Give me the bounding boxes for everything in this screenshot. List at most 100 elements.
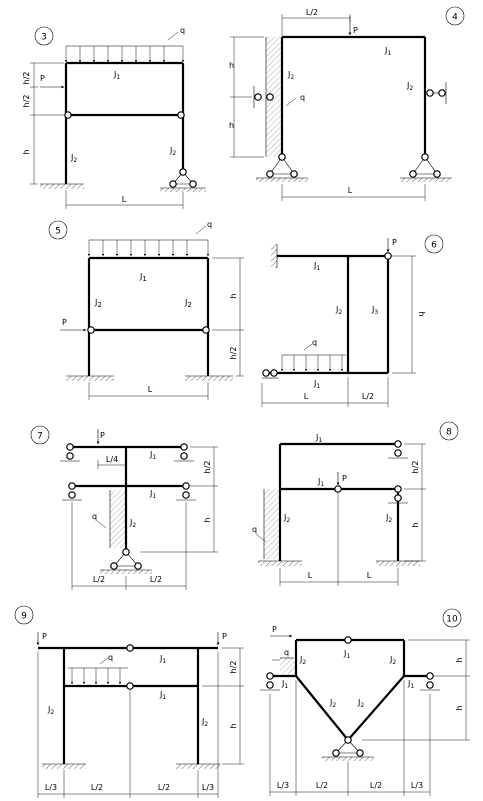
load-label: q (312, 338, 317, 347)
dim-label: h/2 (22, 95, 31, 108)
ground-hatch (40, 184, 84, 189)
force-label: P (342, 474, 347, 483)
column-stiffness: J2 (129, 518, 136, 529)
dim-label: h (411, 522, 420, 527)
dim-label: h (229, 61, 234, 70)
beam-stiffness: J1 (315, 433, 322, 444)
scheme-number-circle (34, 26, 54, 46)
column-stiffness: J2 (169, 146, 176, 157)
pin-support (172, 171, 194, 185)
pin-support (269, 156, 295, 175)
dim-label: L/2 (93, 575, 105, 584)
roller-support (262, 369, 270, 377)
dim-label: L (304, 392, 309, 401)
column-stiffness: J2 (385, 513, 392, 524)
scheme-number-circle (439, 421, 459, 441)
beam-stiffness: J1 (407, 679, 414, 690)
column-stiffness: J2 (299, 655, 306, 666)
column-stiffness: J2 (287, 70, 294, 81)
dim-label: L/2 (362, 392, 374, 401)
scheme-number-circle (14, 605, 34, 625)
scheme-9: 9 P P q J1 J1 J2 J2 h/2 (14, 605, 244, 798)
column-stiffness: J2 (70, 153, 77, 164)
pin-support (412, 156, 438, 175)
column-stiffness: J2 (184, 298, 192, 309)
hinge (202, 326, 210, 334)
scheme-number: 5 (55, 227, 61, 237)
load-label: q (284, 648, 289, 657)
load-label: q (108, 653, 113, 662)
dim-label: L/2 (316, 781, 328, 790)
force-label: P (40, 74, 45, 83)
scheme-number: 4 (452, 13, 458, 23)
column-stiffness: J2 (389, 655, 396, 666)
hinge (64, 111, 72, 119)
dim-label: L/2 (150, 575, 162, 584)
roller-support (254, 93, 262, 101)
dim-label: L/3 (202, 783, 214, 792)
diagonal-left (295, 675, 349, 741)
scheme-number: 6 (431, 241, 437, 251)
roller-support (426, 89, 434, 97)
scheme-number: 10 (446, 615, 458, 625)
distributed-load-q: q (272, 648, 296, 674)
dim-label: h (229, 121, 234, 130)
distributed-load-q: q (265, 37, 305, 157)
scheme-number-circle (442, 608, 462, 628)
force-label: P (62, 318, 67, 327)
distributed-load-q: q (87, 220, 212, 257)
scheme-number: 7 (37, 432, 43, 442)
column-stiffness: J2 (201, 717, 208, 728)
scheme-7: 7 P L/4 J1 J1 J2 q (30, 425, 218, 590)
hinge (126, 682, 134, 690)
dim-label: L/2 (306, 8, 318, 17)
dim-label: L (348, 186, 353, 195)
scheme-8: 8 P J1 J1 J2 J2 q h/2 h (252, 421, 459, 586)
beam-stiffness: J1 (139, 272, 147, 283)
dim-label: h/2 (411, 461, 420, 474)
scheme-number: 3 (41, 33, 47, 43)
scheme-number-circle (48, 220, 68, 240)
force-label: P (42, 632, 47, 641)
load-label: q (180, 26, 185, 35)
beam-stiffness: J1 (343, 649, 350, 660)
distributed-load-q: q (252, 489, 280, 559)
dim-label: L (367, 571, 372, 580)
scheme-3: 3 q P J1 J2 J2 (22, 26, 206, 209)
dim-label: h/2 (22, 72, 31, 85)
dim-label: L/3 (277, 781, 289, 790)
beam-stiffness: J1 (281, 679, 288, 690)
beam-stiffness: J1 (313, 261, 320, 272)
beam-stiffness: J1 (149, 450, 156, 461)
force-label: P (100, 431, 105, 440)
hinge (177, 111, 185, 119)
scheme-5: 5 q P J1 J2 J2 (48, 220, 244, 400)
diagonal-stiffness: J2 (357, 698, 364, 709)
column-stiffness: J2 (283, 513, 290, 524)
beam-stiffness: J1 (159, 654, 166, 665)
scheme-4: 4 L/2 P J1 J2 J2 q (229, 6, 465, 201)
distributed-load-q: q (68, 653, 128, 685)
distributed-load-q: q (92, 490, 126, 548)
load-label: q (207, 220, 212, 229)
load-label: q (252, 525, 257, 534)
dim-label: h (455, 705, 464, 710)
scheme-number-circle (30, 425, 50, 445)
load-label: q (300, 93, 305, 102)
column-stiffness: J2 (335, 305, 342, 316)
dimension-vertical: h/2 h/2 h (22, 62, 64, 185)
dim-label: h/2 (229, 347, 238, 360)
dim-label: L/2 (370, 781, 382, 790)
dim-label: h (22, 149, 31, 154)
dimension-horizontal: L (65, 190, 184, 209)
pin-support (113, 551, 139, 567)
dim-label: L (148, 385, 153, 394)
dim-label: h/2 (203, 461, 212, 474)
column-stiffness: J2 (47, 705, 54, 716)
beam-stiffness: J1 (313, 379, 320, 390)
dim-label: h (455, 657, 464, 662)
beam-stiffness: J1 (149, 489, 156, 500)
column-stiffness: J2 (94, 298, 102, 309)
dim-label: h (229, 723, 238, 728)
